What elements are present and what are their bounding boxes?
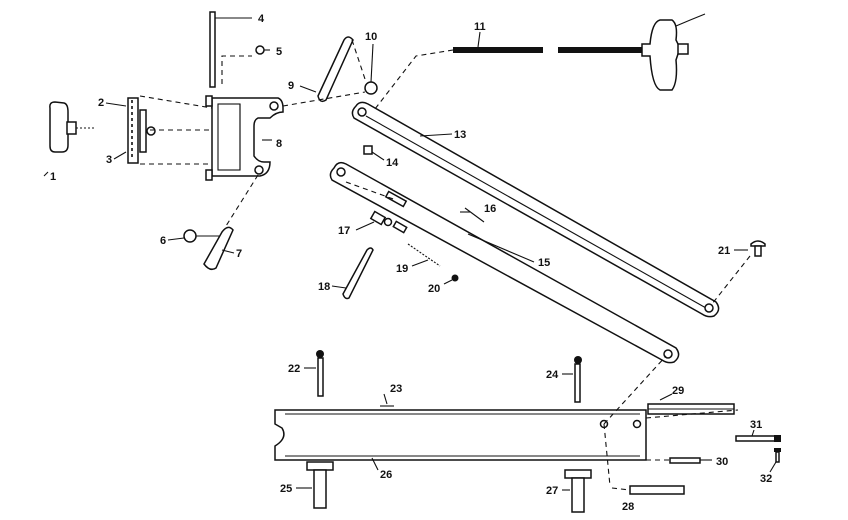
callout-19: 19 (396, 263, 408, 275)
callout-29: 29 (672, 385, 684, 397)
callout-5: 5 (276, 46, 282, 58)
callout-18: 18 (318, 281, 330, 293)
part-21-rivet (711, 240, 766, 305)
part-14-clip (363, 145, 385, 161)
part-4-pin (209, 11, 252, 88)
part-15-lower-arm (329, 161, 680, 364)
part-31-pin (735, 435, 781, 442)
callout-26: 26 (380, 469, 392, 481)
callout-27: 27 (546, 485, 558, 497)
part-27-foot (564, 469, 592, 513)
part-25-foot (306, 461, 334, 509)
callout-4: 4 (258, 13, 265, 25)
part-30-rod (646, 457, 701, 464)
callout-14: 14 (386, 157, 399, 169)
part-26-base (274, 355, 667, 487)
part-8-bracket (205, 95, 284, 181)
callout-21: 21 (718, 245, 730, 257)
callout-24: 24 (546, 369, 559, 381)
callout-20: 20 (428, 283, 440, 295)
part-9-link (282, 36, 367, 107)
callout-9: 9 (288, 80, 294, 92)
part-18-rod (331, 247, 374, 300)
part-17-clip (355, 210, 408, 234)
part-16-marker (460, 207, 485, 223)
part-19-spring (407, 243, 441, 267)
callout-17: 17 (338, 225, 350, 237)
callout-3: 3 (106, 154, 112, 166)
callout-23: 23 (390, 383, 402, 395)
callout-10: 10 (365, 31, 377, 43)
callout-25: 25 (280, 483, 292, 495)
part-20-screw (443, 274, 459, 285)
callout-22: 22 (288, 363, 300, 375)
callout-13: 13 (454, 129, 466, 141)
callout-31: 31 (750, 419, 762, 431)
callout-30: 30 (716, 456, 728, 468)
callout-2: 2 (98, 97, 104, 109)
callout-8: 8 (276, 138, 282, 150)
part-6-7-pin (183, 174, 259, 271)
part-11-threaded-rod (367, 13, 706, 119)
part-5-screw (221, 45, 270, 84)
part-10-nut (364, 43, 378, 95)
callout-1: 1 (50, 171, 56, 183)
callout-16: 16 (484, 203, 496, 215)
callout-6: 6 (160, 235, 166, 247)
part-2-3-clamp-plate (127, 95, 213, 165)
callout-11: 11 (474, 21, 486, 33)
part-22-bolt (304, 350, 324, 397)
part-29-rail (645, 393, 739, 419)
part-24-bolt (562, 356, 582, 403)
callout-7: 7 (236, 248, 242, 260)
callout-15: 15 (538, 257, 550, 269)
callout-28: 28 (622, 501, 634, 513)
callout-32: 32 (760, 473, 772, 485)
callout-labels: 1 2 3 4 5 6 7 8 9 10 11 13 14 15 16 17 1… (43, 13, 777, 513)
part-32-screw (774, 448, 781, 463)
part-1-knob (49, 101, 96, 153)
part-28-pin (611, 485, 685, 495)
part-13-upper-arm (351, 101, 720, 318)
part-23-marker (380, 393, 394, 407)
